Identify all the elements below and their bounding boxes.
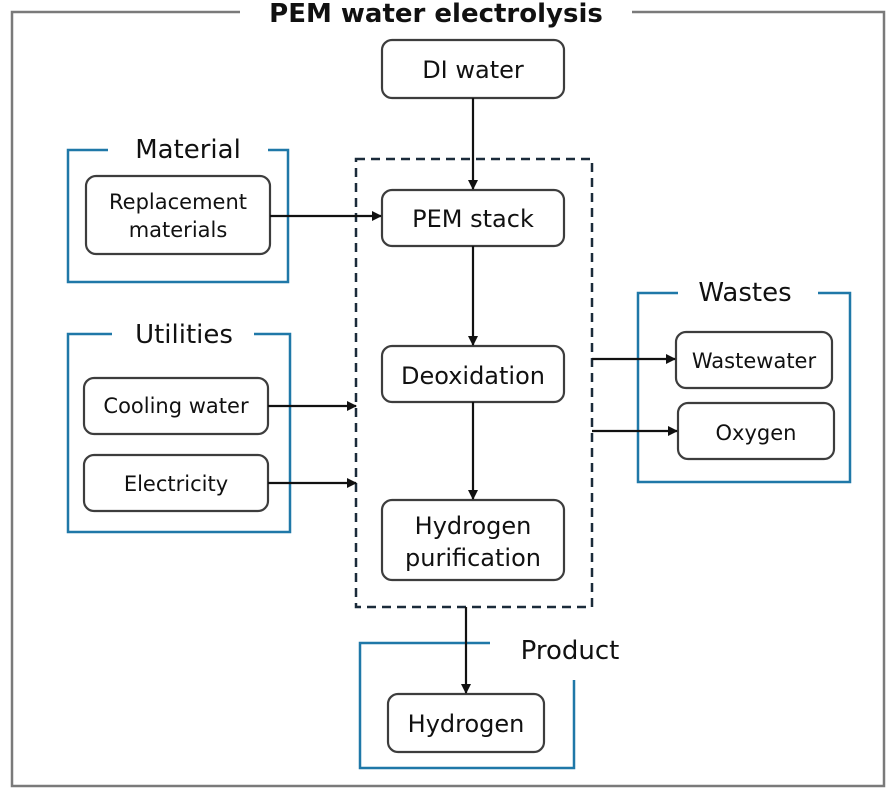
replacement-materials-node: Replacement materials <box>84 174 272 256</box>
diagram-title: PEM water electrolysis <box>269 0 603 29</box>
hydrogen-product-node: Hydrogen <box>386 692 546 754</box>
electricity-node: Electricity <box>82 453 270 513</box>
purification-label-line1: Hydrogen <box>415 512 532 540</box>
utilities-group-label: Utilities <box>135 320 233 350</box>
purification-label-line2: purification <box>405 544 541 572</box>
pem-stack-label: PEM stack <box>412 205 534 233</box>
pem-stack-node: PEM stack <box>380 188 566 248</box>
wastewater-node: Wastewater <box>674 330 834 390</box>
product-group-label: Product <box>521 636 620 666</box>
wastes-group-bracket <box>636 291 852 484</box>
hydrogen-product-label: Hydrogen <box>408 710 525 738</box>
deoxidation-label: Deoxidation <box>401 362 545 390</box>
material-group-bracket <box>66 148 290 284</box>
oxygen-label: Oxygen <box>716 421 797 445</box>
electricity-label: Electricity <box>124 472 228 496</box>
wastewater-label: Wastewater <box>692 349 817 373</box>
di-water-label: DI water <box>422 56 524 84</box>
cooling-water-label: Cooling water <box>103 394 249 418</box>
material-group-label: Material <box>135 135 241 165</box>
outer-frame <box>10 10 886 788</box>
process-boundary <box>354 157 594 609</box>
utilities-group-bracket <box>66 332 292 534</box>
wastes-group-label: Wastes <box>698 278 791 308</box>
replacement-label-line2: materials <box>129 218 228 242</box>
replacement-label-line1: Replacement <box>109 190 247 214</box>
product-group-bracket <box>358 641 576 770</box>
deoxidation-node: Deoxidation <box>380 344 566 404</box>
oxygen-node: Oxygen <box>676 401 836 461</box>
di-water-node: DI water <box>380 38 566 100</box>
hydrogen-purification-node: Hydrogen purification <box>380 498 566 582</box>
cooling-water-node: Cooling water <box>82 376 270 436</box>
